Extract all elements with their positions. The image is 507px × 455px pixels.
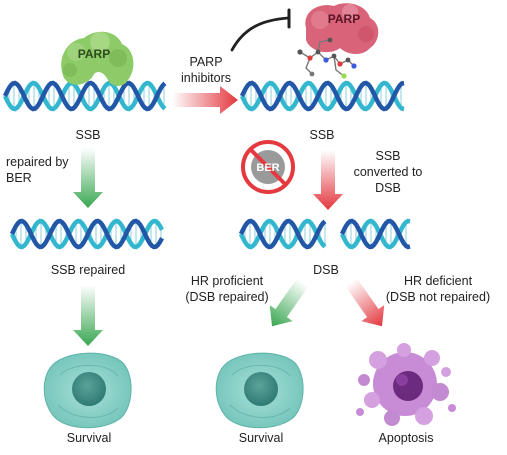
- dna-helix-ssb-right: [239, 80, 405, 112]
- parp-inhibitors-label: PARP inhibitors: [174, 54, 238, 86]
- ssb-left-label: SSB: [75, 128, 101, 142]
- parp-label: PARP: [78, 47, 110, 61]
- parp-inhibitors-line2: inhibitors: [180, 71, 232, 85]
- ssb-converted-line1: SSB: [375, 149, 401, 163]
- ber-sign-label: BER: [256, 162, 279, 174]
- arrow-ssb-to-dsb: [313, 150, 343, 210]
- apoptosis-label: Apoptosis: [378, 431, 434, 445]
- dna-helix-ssb-left: [2, 80, 167, 112]
- apoptosis-cell-icon: [356, 343, 456, 426]
- ssb-converted-line2: converted to: [353, 165, 423, 179]
- ssb-repaired-label: SSB repaired: [50, 263, 126, 277]
- dna-helix-ssb-repaired: [9, 218, 164, 250]
- ber-blocked-icon: [241, 140, 295, 194]
- survival-left-label: Survival: [66, 431, 112, 445]
- repaired-by-line1: repaired by: [6, 155, 69, 169]
- dna-strand-dark: [2, 80, 167, 112]
- dna-strand-dark: [238, 218, 327, 250]
- arrow-repaired-by-ber: [73, 148, 103, 208]
- dna-strand-dark: [239, 80, 405, 112]
- survival-cell-left-icon: [43, 352, 132, 429]
- dsb-label: DSB: [313, 263, 339, 277]
- ssb-converted-label: SSB converted to DSB: [345, 148, 431, 196]
- hr-proficient-label: HR proficient (DSB repaired): [172, 273, 282, 305]
- ssb-right-label: SSB: [309, 128, 335, 142]
- survival-cell-middle-icon: [215, 352, 304, 429]
- inhibition-arrow: [230, 16, 290, 52]
- dna-strand-light: [239, 80, 405, 112]
- parp-protein-icon: [61, 31, 134, 86]
- arrow-hr-deficient: [345, 277, 385, 327]
- arrow-ssb-repaired-survival: [73, 285, 103, 346]
- hr-deficient-label: HR deficient (DSB not repaired): [374, 273, 502, 305]
- hr-deficient-line1: HR deficient: [403, 274, 473, 288]
- repaired-by-line2: BER: [6, 171, 32, 185]
- dna-helix-dsb-right: [339, 218, 411, 250]
- inhibitor-molecule-icon: [297, 37, 357, 79]
- survival-mid-label: Survival: [238, 431, 284, 445]
- dna-strand-light: [238, 218, 327, 250]
- parp-inhibited-protein-icon: [305, 3, 379, 55]
- hr-proficient-line1: HR proficient: [190, 274, 264, 288]
- dna-strand-dark: [9, 218, 164, 250]
- arrow-parp-inhibitors: [172, 86, 238, 114]
- hr-proficient-line2: (DSB repaired): [185, 290, 269, 304]
- hr-deficient-line2: (DSB not repaired): [385, 290, 491, 304]
- ssb-converted-line3: DSB: [375, 181, 401, 195]
- dna-strand-dark: [339, 218, 411, 250]
- parp-inhibitors-line1: PARP: [189, 55, 223, 69]
- dna-helix-dsb-left: [238, 218, 327, 250]
- repaired-by-ber-label: repaired by BER: [6, 154, 69, 186]
- parp-inhibited-label: PARP: [328, 12, 360, 26]
- arrow-hr-proficient: [269, 277, 309, 327]
